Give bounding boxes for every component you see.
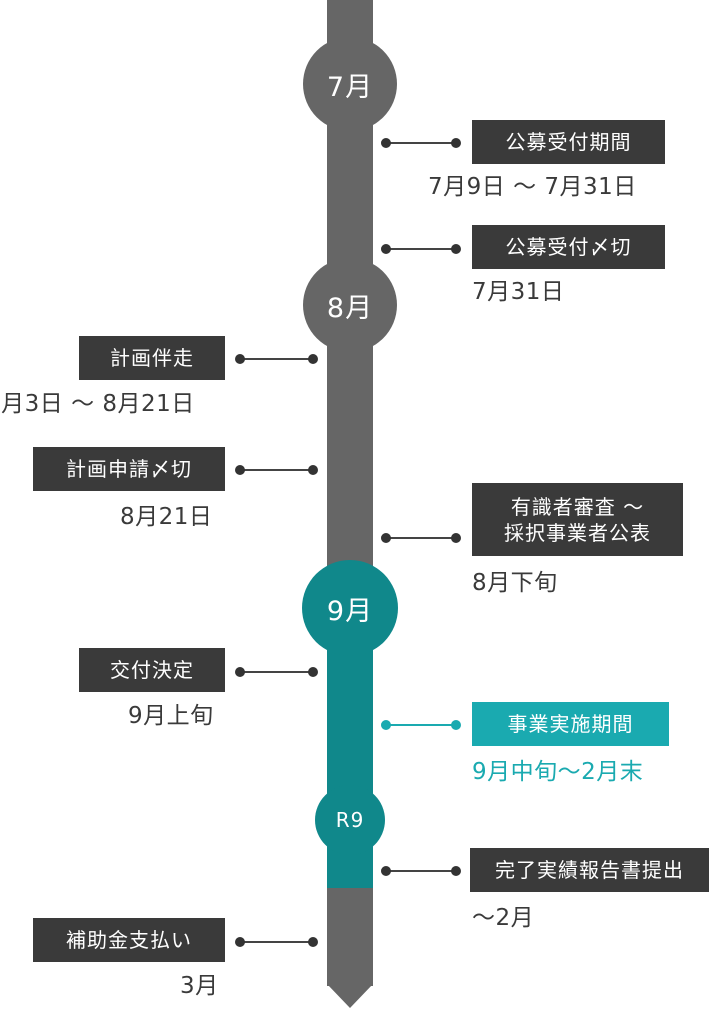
month-august: 8月 bbox=[303, 258, 397, 352]
connector-line bbox=[381, 866, 461, 876]
event-label-subsidy-payment: 補助金支払い bbox=[33, 918, 225, 962]
event-label-expert-review-line2: 採択事業者公表 bbox=[504, 520, 651, 545]
event-label-application-deadline: 公募受付〆切 bbox=[472, 225, 665, 269]
event-label-grant-decision: 交付決定 bbox=[79, 648, 225, 692]
connector-line-teal bbox=[381, 720, 461, 730]
connector-line bbox=[381, 244, 461, 254]
event-date-plan-support: 8月3日 ～ 8月21日 bbox=[0, 391, 195, 417]
event-label-expert-review: 有識者審査 ～ 採択事業者公表 bbox=[472, 483, 683, 556]
event-date-implementation-period: 9月中旬～2月末 bbox=[472, 759, 644, 785]
event-date-application-deadline: 7月31日 bbox=[472, 279, 565, 305]
event-label-expert-review-line1: 有識者審査 ～ bbox=[510, 494, 645, 519]
month-july: 7月 bbox=[303, 37, 397, 131]
connector-line bbox=[235, 354, 318, 364]
event-label-completion-report: 完了実績報告書提出 bbox=[470, 848, 709, 892]
connector-line bbox=[235, 465, 318, 475]
event-label-plan-support: 計画伴走 bbox=[79, 336, 225, 380]
connector-line bbox=[381, 138, 461, 148]
event-date-completion-report: ～2月 bbox=[472, 905, 535, 931]
month-r9: R9 bbox=[315, 785, 385, 855]
event-label-implementation-period: 事業実施期間 bbox=[472, 702, 669, 746]
event-date-application-period: 7月9日 ～ 7月31日 bbox=[428, 174, 637, 200]
event-label-plan-deadline: 計画申請〆切 bbox=[33, 447, 225, 491]
event-date-expert-review: 8月下旬 bbox=[472, 570, 558, 596]
event-date-grant-decision: 9月上旬 bbox=[128, 703, 214, 729]
event-label-application-period: 公募受付期間 bbox=[472, 120, 665, 164]
timeline-arrow-down bbox=[327, 984, 373, 1008]
connector-line bbox=[381, 533, 461, 543]
timeline-bar-gray-bottom bbox=[327, 888, 373, 986]
month-september: 9月 bbox=[302, 560, 398, 656]
connector-line bbox=[235, 937, 318, 947]
event-date-subsidy-payment: 3月 bbox=[180, 973, 219, 999]
connector-line bbox=[235, 667, 318, 677]
event-date-plan-deadline: 8月21日 bbox=[120, 504, 213, 530]
